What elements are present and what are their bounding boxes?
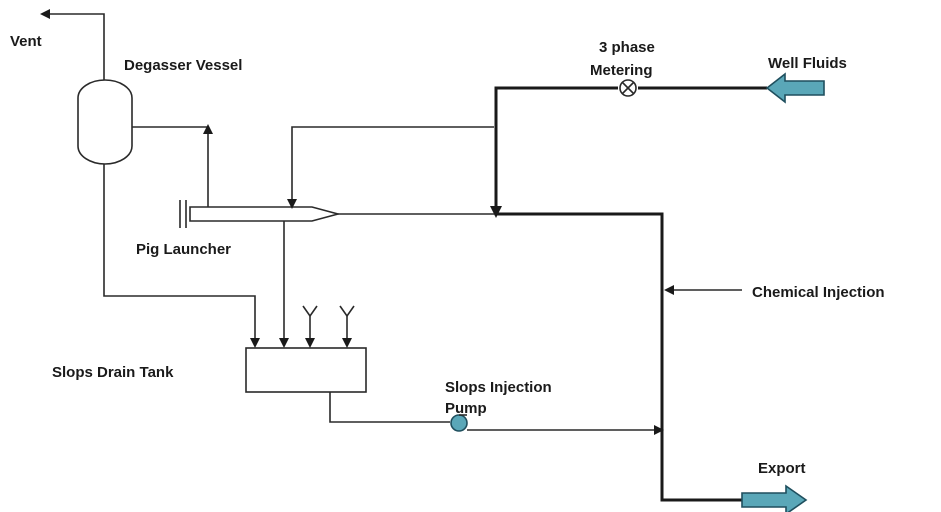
vent-arrowhead	[40, 9, 50, 19]
degasser-vessel-label: Degasser Vessel	[124, 57, 242, 74]
metering-label-line2: Metering	[590, 62, 653, 79]
recycle-header-line	[291, 126, 494, 203]
slops-injection-label-line2: Pump	[445, 400, 487, 417]
main-junction-arrowhead	[490, 206, 502, 218]
well-fluids-arrow-icon	[765, 72, 825, 104]
recycle-header-arrowhead	[287, 199, 297, 209]
metering-label-line1: 3 phase	[599, 39, 655, 56]
pump-discharge-arrowhead	[654, 425, 664, 435]
pig-launcher-label: Pig Launcher	[136, 241, 231, 258]
pump-icon	[450, 414, 468, 432]
degasser-outlet-arrowhead	[203, 124, 213, 134]
pig-launcher-barrel	[189, 206, 342, 222]
well-fluids-main-line	[494, 86, 767, 502]
slops-injection-label-line1: Slops Injection	[445, 379, 552, 396]
vent-line	[48, 13, 105, 84]
slops-drain-tank	[245, 347, 367, 393]
export-arrow-icon	[741, 484, 808, 512]
tank-to-pump-line	[329, 392, 450, 423]
slops-drain-tank-label: Slops Drain Tank	[52, 364, 174, 381]
degasser-to-launcher-line	[132, 126, 209, 210]
chemical-injection-arrowhead	[664, 285, 674, 295]
funnel-inlet-2-icon	[339, 305, 355, 348]
vent-label: Vent	[10, 33, 42, 50]
degasser-drain-line	[103, 164, 256, 342]
launcher-drain-arrowhead	[279, 338, 289, 348]
export-label: Export	[758, 460, 806, 477]
well-fluids-label: Well Fluids	[768, 55, 847, 72]
metering-icon	[619, 79, 637, 97]
degasser-vessel	[77, 79, 133, 165]
degasser-drain-arrowhead	[250, 338, 260, 348]
chemical-injection-label: Chemical Injection	[752, 284, 885, 301]
funnel-inlet-1-icon	[302, 305, 318, 348]
